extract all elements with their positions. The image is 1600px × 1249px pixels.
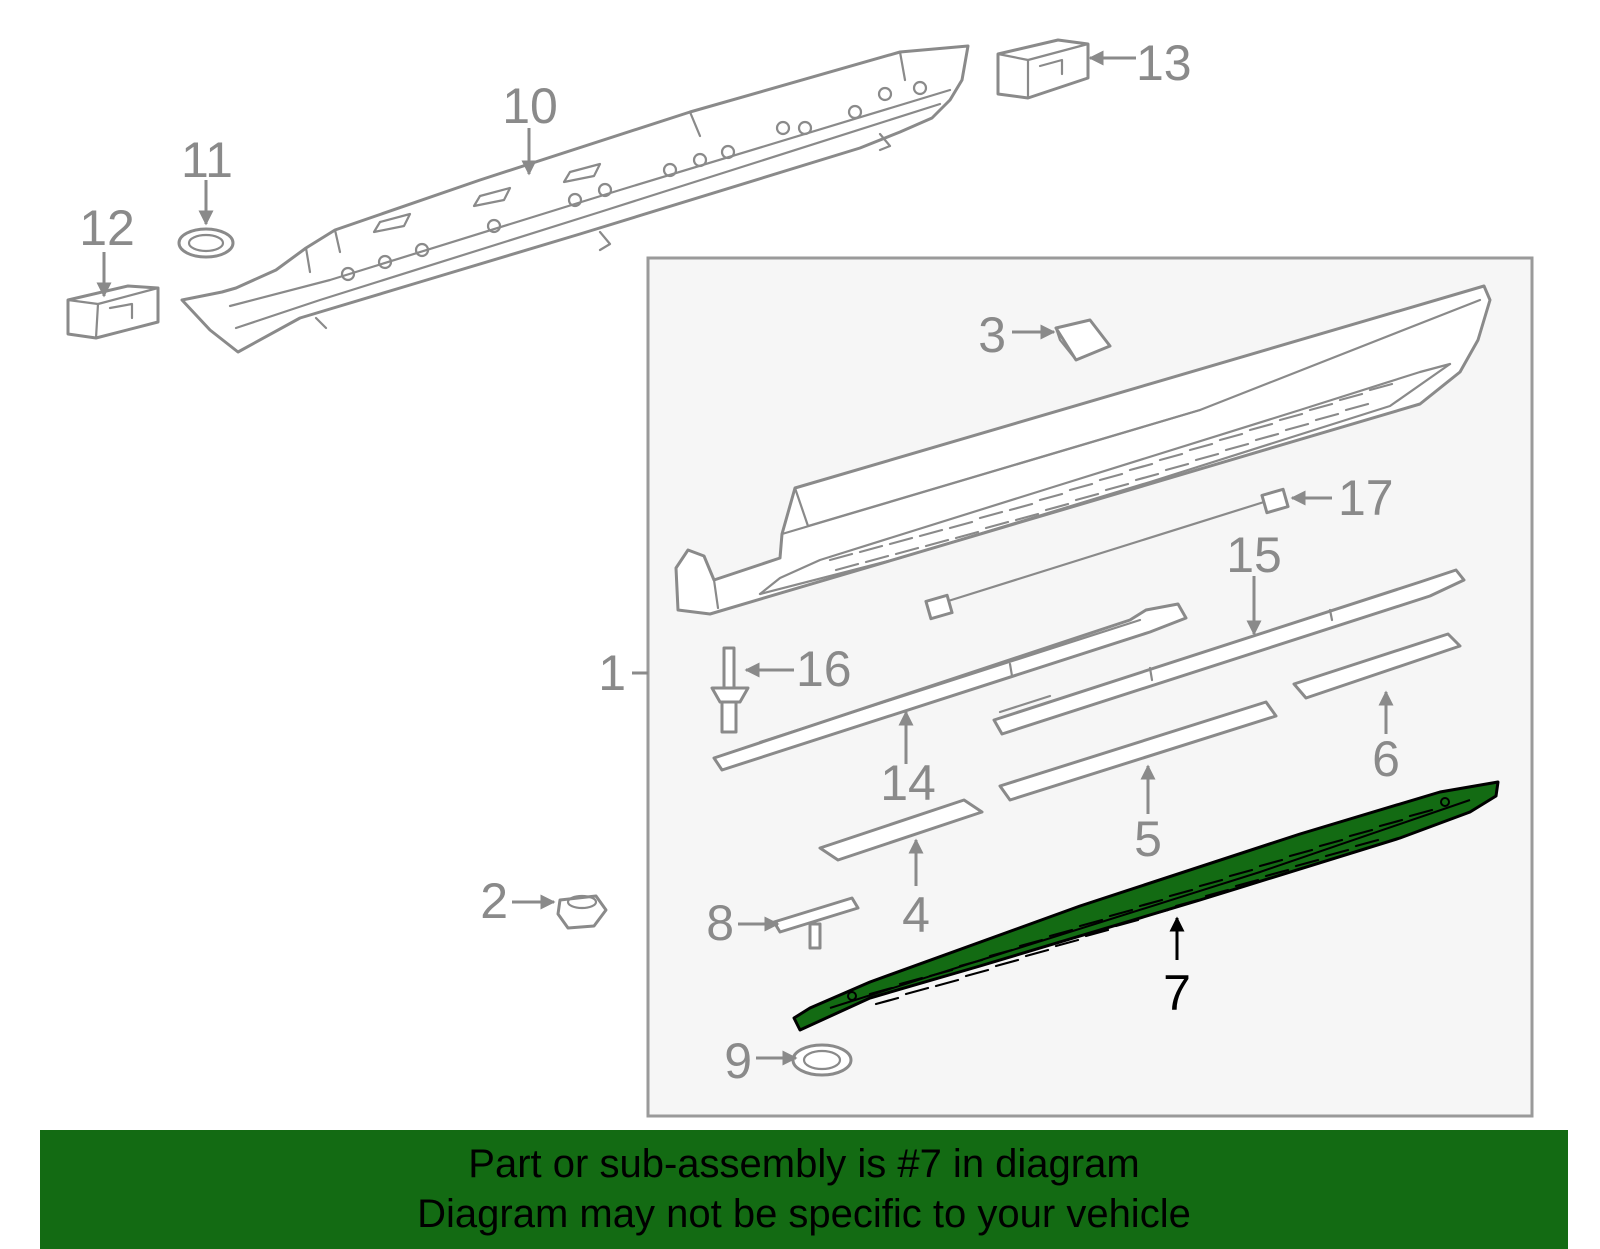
callout-4: 4 bbox=[902, 887, 930, 943]
trim-strip-part-6 bbox=[1292, 632, 1462, 700]
step-pad-part-7 bbox=[792, 780, 1500, 1032]
banner-line-2: Diagram may not be specific to your vehi… bbox=[417, 1192, 1191, 1236]
rocker-panel-part-10 bbox=[180, 44, 970, 354]
trim-strip-part-5 bbox=[998, 700, 1278, 802]
banner-line-1: Part or sub-assembly is #7 in diagram bbox=[468, 1142, 1140, 1186]
callout-3: 3 bbox=[978, 307, 1006, 363]
info-banner: Part or sub-assembly is #7 in diagram Di… bbox=[40, 1130, 1568, 1249]
end-cap-part-13 bbox=[996, 38, 1090, 100]
callout-13: 13 bbox=[1136, 35, 1192, 91]
callout-1: 1 bbox=[598, 645, 626, 701]
bolt-part-16 bbox=[710, 646, 750, 734]
callout-6: 6 bbox=[1372, 731, 1400, 787]
bracket-part-15 bbox=[992, 568, 1466, 736]
callout-12: 12 bbox=[79, 200, 135, 256]
callout-10: 10 bbox=[502, 78, 558, 134]
callout-5: 5 bbox=[1134, 811, 1162, 867]
bracket-part-14 bbox=[712, 602, 1188, 772]
callout-2: 2 bbox=[480, 873, 508, 929]
leader-arrows bbox=[96, 50, 1394, 1066]
grommet-part-11 bbox=[177, 227, 235, 259]
callout-7: 7 bbox=[1163, 965, 1191, 1021]
nut-part-2 bbox=[556, 894, 608, 930]
callout-16: 16 bbox=[796, 641, 852, 697]
callout-8: 8 bbox=[706, 895, 734, 951]
grommet-part-9 bbox=[791, 1043, 853, 1077]
trim-strip-part-4 bbox=[818, 798, 984, 862]
callout-15: 15 bbox=[1226, 527, 1282, 583]
end-cap-part-12 bbox=[66, 284, 160, 340]
callout-9: 9 bbox=[724, 1033, 752, 1089]
cable-part-17 bbox=[924, 487, 1290, 621]
callout-17: 17 bbox=[1338, 470, 1394, 526]
clip-part-3 bbox=[1054, 318, 1112, 362]
running-board-assembly bbox=[674, 284, 1492, 616]
callout-11: 11 bbox=[181, 132, 233, 188]
callout-14: 14 bbox=[880, 755, 936, 811]
